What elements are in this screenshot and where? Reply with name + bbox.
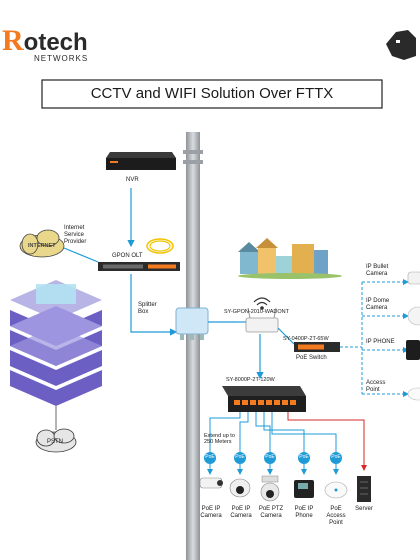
poe-switch-label: PoE Switch [296, 355, 327, 361]
big-switch-label: SY-8000P-2T-120W [226, 377, 275, 383]
poe-ptz-camera-graphic [260, 475, 280, 502]
access-point-graphic [407, 387, 420, 401]
utility-pole [186, 132, 200, 560]
bottom-label-5: Server [355, 506, 373, 512]
fiber-coil [146, 238, 174, 254]
logo-r: R [2, 24, 24, 57]
extend-label: Extend up to 250 Meters [204, 433, 235, 446]
poe-dome-camera-graphic [229, 478, 251, 498]
bottom-label-3: PoE IP Phone [294, 506, 314, 519]
bullet-camera-graphic [407, 271, 420, 285]
gpon-olt-label: GPON OLT [112, 253, 143, 259]
poe-ip-phone-graphic [294, 480, 314, 498]
right-label-3: Access Point [366, 380, 386, 393]
isp-label: Internet Service Provider [64, 225, 87, 245]
olt-to-splitter-line [130, 274, 178, 336]
poe-switch-large [222, 386, 306, 412]
right-label-1: IP Dome Camera [366, 298, 390, 311]
gpon-olt-device [98, 262, 180, 271]
logo-text: otech [23, 29, 88, 56]
ont-router [245, 307, 279, 333]
dome-camera-graphic [407, 306, 420, 326]
ont-label: SY-GPON-2010-WADONT [224, 309, 289, 315]
server-line [287, 412, 367, 471]
bottom-label-2: PoE PTZ Camera [258, 506, 284, 519]
splitter-label: Splitter Box [138, 302, 157, 315]
houses-illustration [238, 238, 342, 279]
bottom-label-4: PoE Access Point [326, 506, 346, 526]
logo-subtitle: NETWORKS [34, 54, 89, 63]
poe-tag: PoE [205, 454, 215, 460]
poe-tag: PoE [299, 454, 309, 460]
page-title: CCTV and WIFI Solution Over FTTX [90, 85, 334, 102]
poe-markers [204, 452, 342, 464]
poe-ip-camera-graphic [199, 477, 223, 489]
bottom-label-1: PoE IP Camera [230, 506, 252, 519]
building-stack [10, 280, 102, 406]
nvr-label: NVR [126, 177, 139, 183]
poe-switch-small [294, 342, 340, 352]
pstn-label: PSTN [47, 439, 64, 445]
title-box [41, 79, 383, 109]
pstn-cloud [35, 428, 77, 453]
bottom-label-0: PoE IP Camera [200, 506, 222, 519]
poe-tag: PoE [235, 454, 245, 460]
right-label-0: IP Bullet Camera [366, 264, 389, 277]
brand-logo: Rotech NETWORKS [2, 24, 112, 63]
internet-label: INTERNET [28, 243, 56, 249]
poe-tag: PoE [265, 454, 275, 460]
ip-phone-graphic [406, 340, 420, 360]
nvr-device [106, 152, 176, 170]
internet-cloud [19, 229, 65, 258]
right-label-2: IP PHONE [366, 339, 395, 345]
poe-tag: PoE [331, 454, 341, 460]
server-graphic [357, 476, 371, 502]
lion-emblem [386, 30, 416, 60]
wifi-icon [253, 297, 271, 310]
poe-switch-model-label: SY-0400P-2T-65W [283, 336, 329, 342]
splitter-box [175, 307, 209, 340]
poe-access-point-graphic [324, 481, 348, 499]
